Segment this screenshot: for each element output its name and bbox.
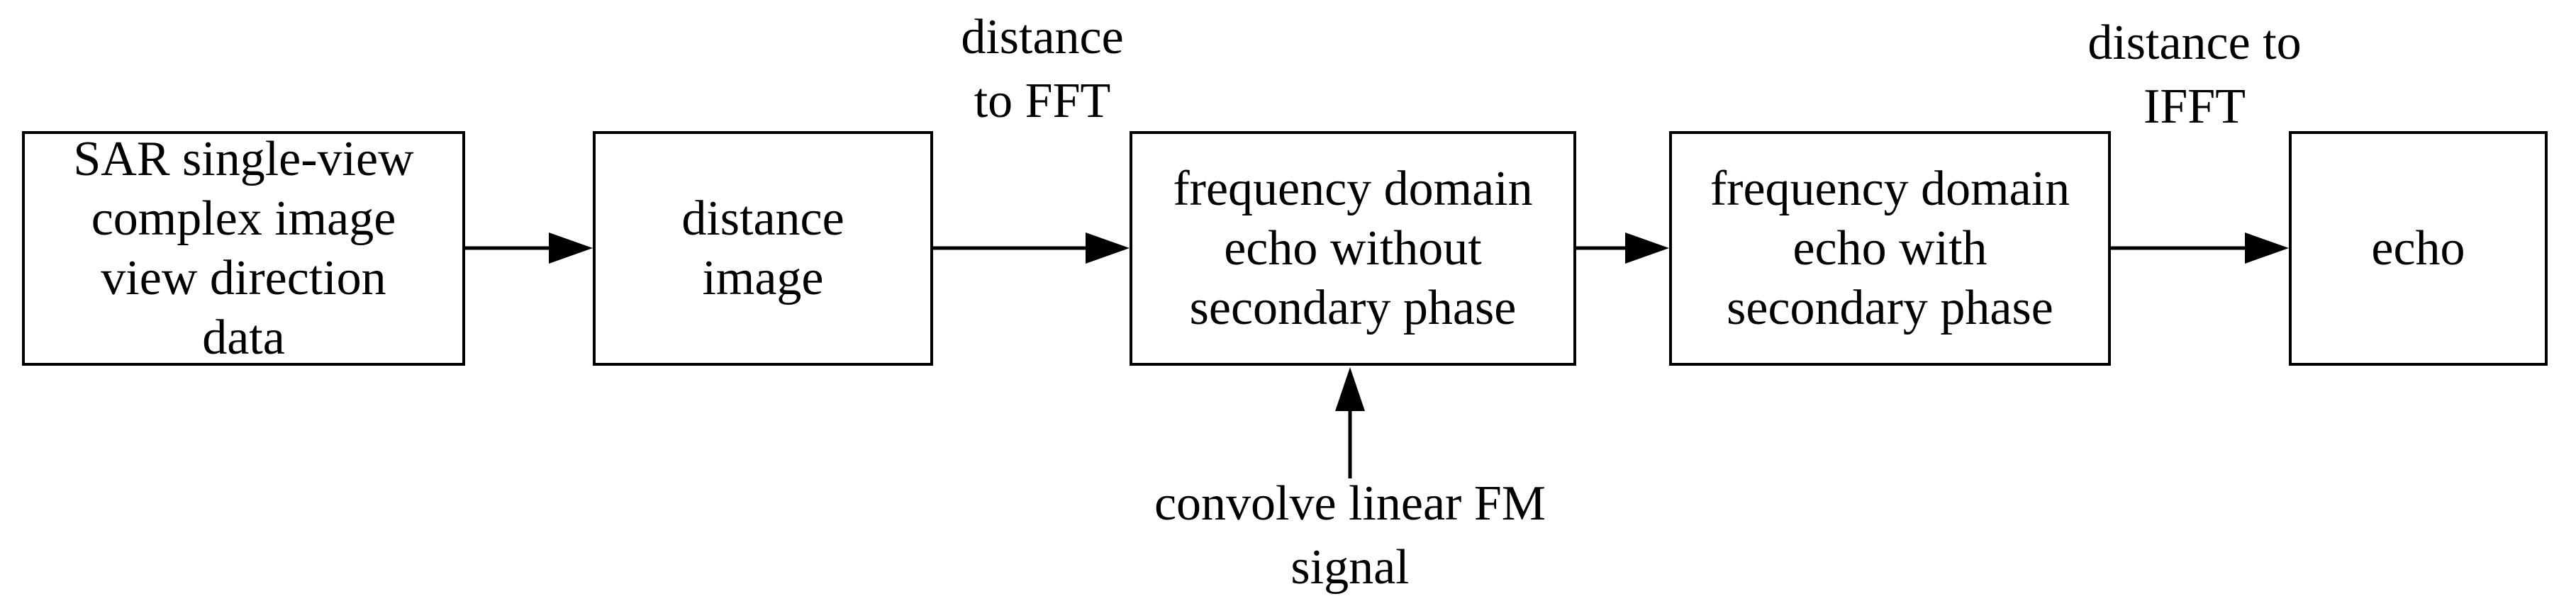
arrow-convolve-signal-up — [1335, 367, 1365, 478]
box-distance-image: distance image — [593, 131, 933, 366]
box-echo: echo — [2289, 131, 2548, 366]
arrow-sar-to-distance-image — [465, 232, 593, 264]
edge-label-distance-to-ifft: distance to IFFT — [2087, 16, 2302, 134]
edge-label-convolve-linear-fm-signal: convolve linear FM signal — [1154, 476, 1546, 595]
arrow-distance-image-to-freq-echo-without — [933, 232, 1130, 264]
arrow-freq-echo-without-to-freq-echo-with — [1576, 232, 1669, 264]
box-frequency-domain-echo-without-secondary-phase: frequency domain echo without secondary … — [1130, 131, 1576, 366]
edge-label-distance-to-fft: distance to FFT — [961, 10, 1124, 128]
arrow-freq-echo-with-to-echo — [2111, 232, 2289, 264]
box-sar-single-view-data: SAR single-view complex image view direc… — [22, 131, 465, 366]
box-frequency-domain-echo-with-secondary-phase: frequency domain echo with secondary pha… — [1669, 131, 2111, 366]
